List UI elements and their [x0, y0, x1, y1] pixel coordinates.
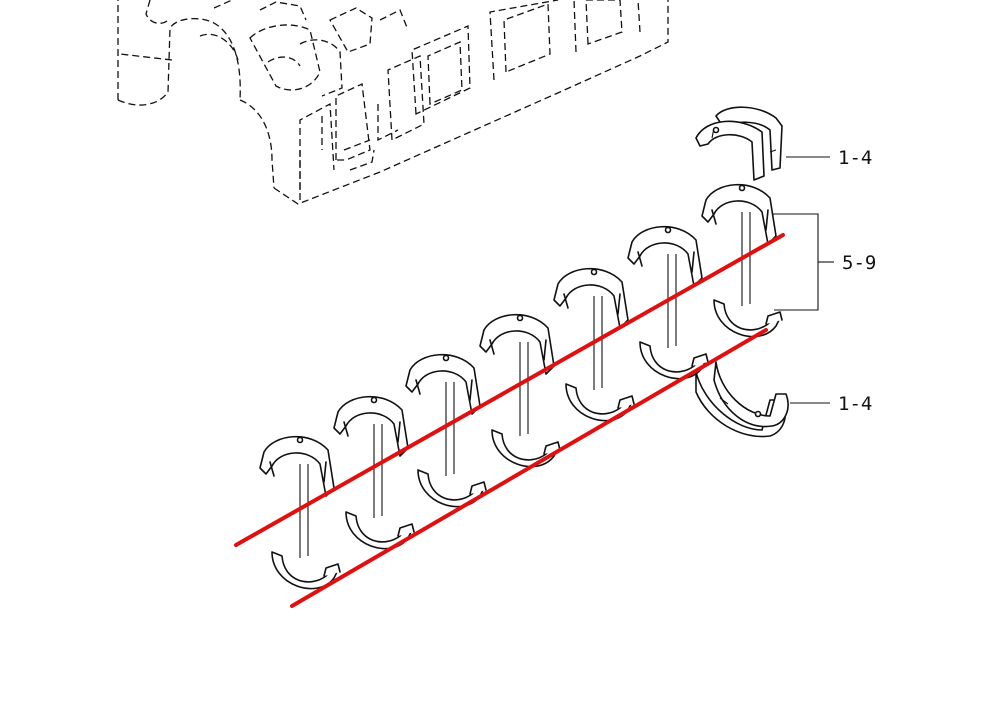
engine-block-outline — [117, 0, 669, 205]
callout-bearing-shells: 5-9 — [772, 213, 876, 311]
bearing-pair-1 — [259, 435, 341, 590]
callout-label-upper-thrust: 1-4 — [838, 147, 872, 169]
callout-lower-thrust: 1-4 — [790, 393, 872, 415]
upper-thrust-washers — [695, 106, 783, 181]
highlight-line-lower — [290, 328, 768, 608]
callout-label-lower-thrust: 1-4 — [838, 393, 872, 415]
callout-label-bearing-shells: 5-9 — [842, 252, 876, 274]
highlight-line-upper — [234, 233, 785, 547]
callout-upper-thrust: 1-4 — [786, 147, 872, 169]
lower-thrust-washers — [695, 361, 789, 438]
red-highlight-lines — [234, 233, 785, 608]
